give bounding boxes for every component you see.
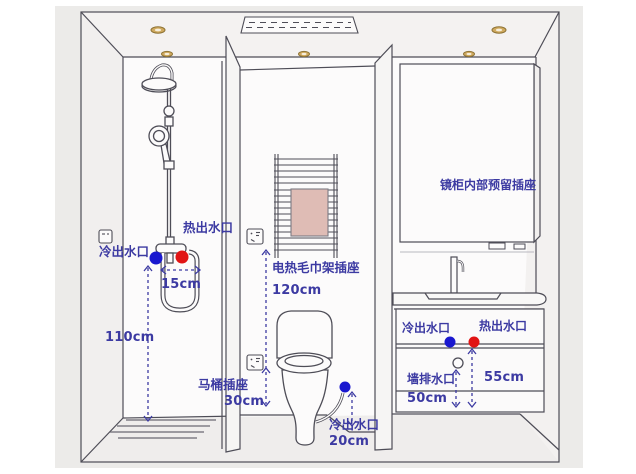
downlight-icon (298, 50, 310, 58)
downlight-icon (491, 26, 507, 34)
toilet-socket-height-label: 30cm (224, 394, 265, 409)
sink-basin (424, 292, 502, 300)
vanity-hot-outlet-height-label: 55cm (484, 370, 525, 385)
shower-hot-outlet-dot (175, 250, 189, 264)
toilet-cold-outlet-height-label: 20cm (329, 434, 370, 449)
height-120cm-30cm-arrow (261, 248, 271, 408)
shower-hot-outlet-label: 热出水口 (183, 220, 234, 235)
wall-drain-height-label: 50cm (407, 391, 448, 406)
toilet-icon (276, 310, 345, 446)
wall-drain-icon (452, 357, 464, 369)
height-110cm-arrow (143, 264, 153, 423)
shower-set-icon (141, 63, 200, 313)
vanity-hot-outlet-label: 热出水口 (479, 319, 528, 333)
spacing-15cm-arrow (159, 265, 202, 275)
partition-wall-right (374, 43, 393, 451)
toilet-socket-label: 马桶插座 (198, 377, 249, 392)
vanity-cabinet (395, 308, 545, 413)
shower-outlet-spacing-label: 15cm (161, 277, 202, 292)
height-55cm-arrow (467, 347, 477, 409)
shower-cold-outlet-label: 冷出水口 (99, 244, 150, 259)
toilet-cold-outlet-dot (339, 381, 351, 393)
towel-rack-socket-icon (246, 228, 264, 245)
shower-cold-outlet-dot (149, 251, 163, 265)
downlight-icon (150, 26, 166, 34)
mirror-cabinet-socket-label: 镜柜内部预留插座 (440, 178, 537, 192)
downlight-icons (150, 26, 507, 58)
towel (290, 188, 329, 237)
toilet-socket-icon (246, 354, 264, 371)
towel-rack-socket-label: 电热毛巾架插座 (272, 260, 360, 275)
toilet-cold-outlet-label: 冷出水口 (329, 417, 380, 432)
towel-rack-icon (274, 154, 338, 258)
height-50cm-arrow (451, 368, 461, 409)
vanity-cold-outlet-dot (444, 336, 456, 348)
partition-wall-left (225, 35, 241, 453)
wall-socket-icon (98, 229, 113, 244)
measurement-arrows (143, 248, 477, 428)
wall-drain-label: 墙排水口 (407, 372, 456, 386)
vanity-hot-outlet-dot (468, 336, 480, 348)
vanity (392, 256, 547, 413)
faucet-icon (450, 256, 458, 294)
towel-rack-socket-height-label: 120cm (272, 283, 322, 298)
mirror-cabinet (399, 62, 541, 253)
floor-drain-icon (110, 419, 216, 439)
height-20cm-arrow (347, 390, 357, 428)
downlight-icon (161, 50, 173, 58)
downlight-icon (463, 50, 475, 58)
shower-outlet-height-label: 110cm (105, 330, 155, 345)
exhaust-fan-icon (240, 16, 359, 34)
vanity-cold-outlet-label: 冷出水口 (402, 321, 451, 335)
